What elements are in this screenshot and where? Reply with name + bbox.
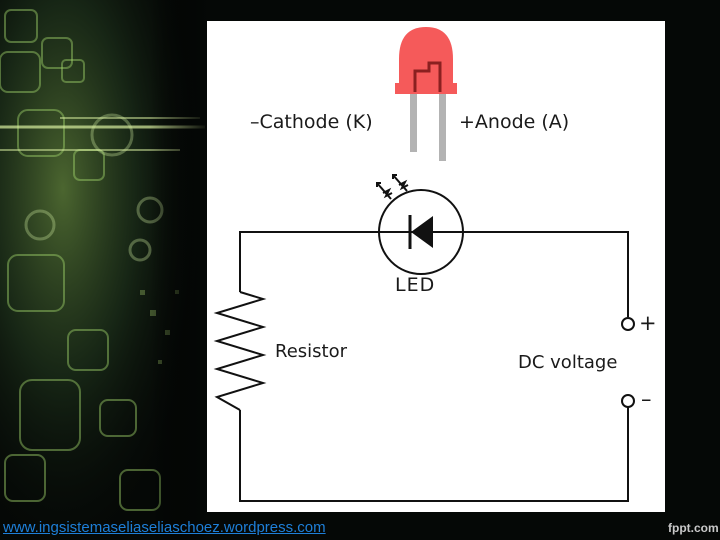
led-lens bbox=[399, 27, 453, 83]
cathode-lead bbox=[410, 94, 417, 152]
dc-voltage-label: DC voltage bbox=[518, 352, 618, 373]
led-label: LED bbox=[395, 274, 436, 296]
led-flange bbox=[395, 83, 457, 94]
diagram-panel: –Cathode (K) +Anode (A) LED Resistor DC … bbox=[207, 21, 665, 512]
circuit-diagram bbox=[213, 27, 635, 502]
resistor-icon bbox=[213, 291, 267, 411]
light-emission-icon bbox=[376, 174, 409, 200]
led-package bbox=[395, 27, 457, 161]
led-internal-frame bbox=[413, 61, 442, 92]
cathode-label: –Cathode (K) bbox=[250, 111, 373, 133]
source-link[interactable]: www.ingsistemaseliaseliaschoez.wordpress… bbox=[3, 519, 326, 536]
resistor-label: Resistor bbox=[275, 341, 347, 362]
negative-sign: – bbox=[641, 387, 652, 411]
wires bbox=[239, 231, 629, 502]
positive-terminal bbox=[621, 317, 635, 331]
positive-sign: + bbox=[639, 311, 657, 335]
anode-lead bbox=[439, 94, 446, 161]
fppt-logo: fppt.com bbox=[668, 521, 719, 535]
negative-terminal bbox=[621, 394, 635, 408]
anode-label: +Anode (A) bbox=[459, 111, 570, 133]
led-symbol-icon bbox=[378, 189, 464, 275]
